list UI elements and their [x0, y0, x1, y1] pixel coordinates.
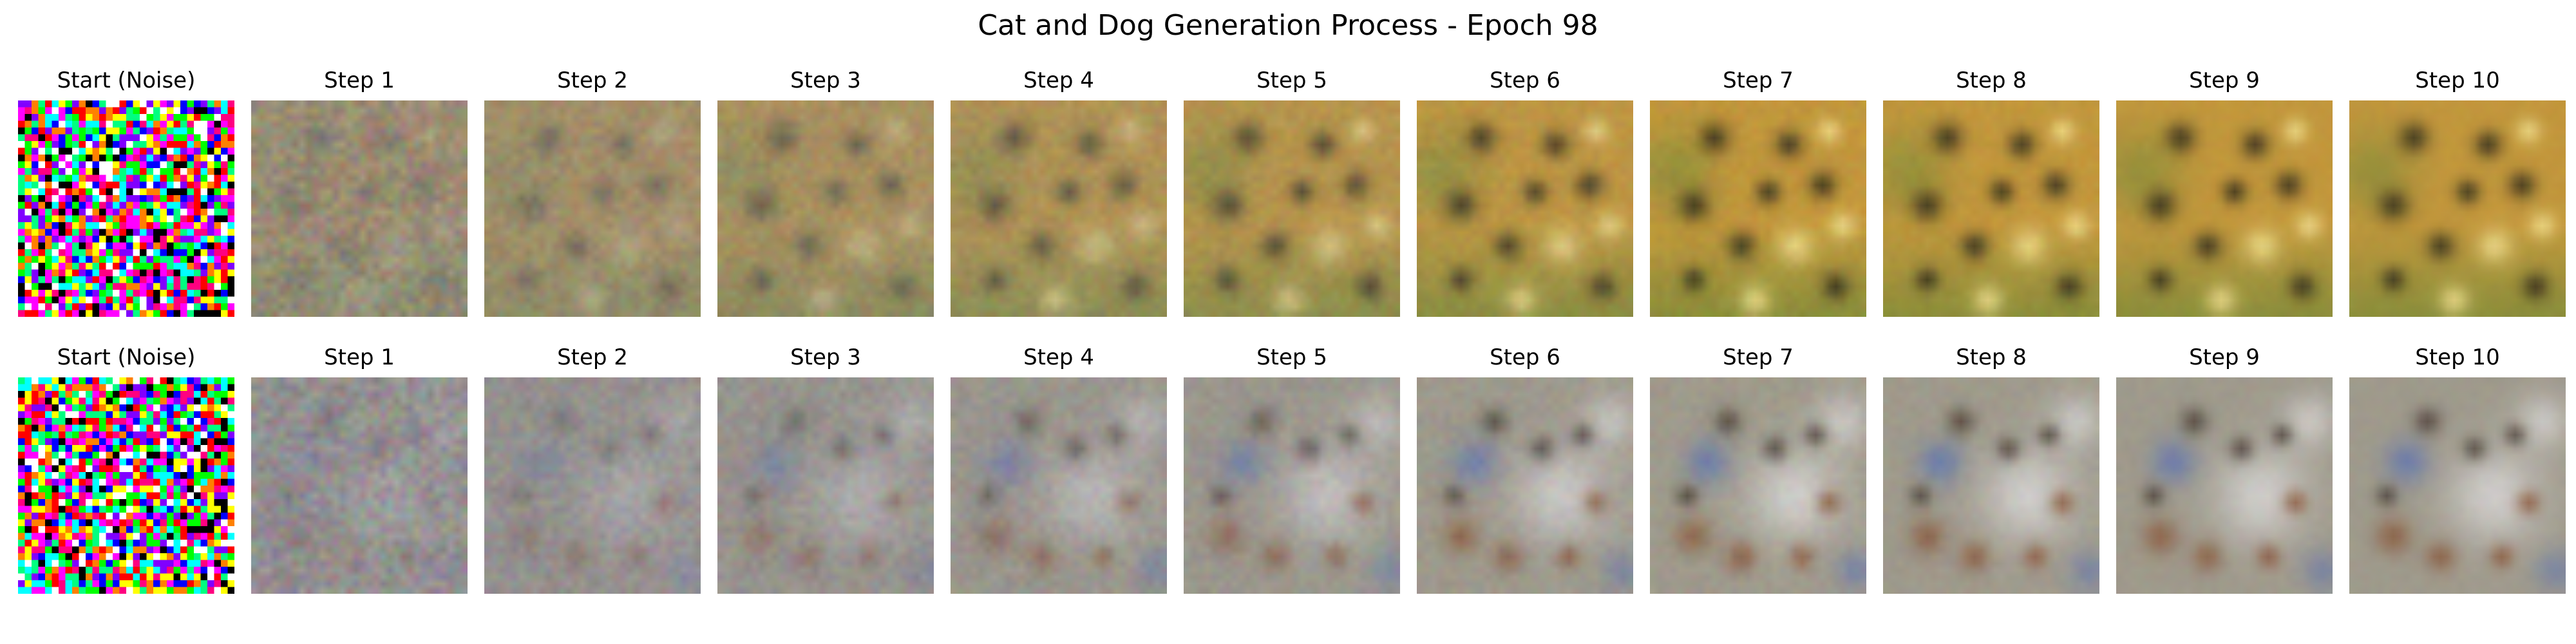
panel-step-3: Step 3 — [717, 341, 934, 625]
figure-title: Cat and Dog Generation Process - Epoch 9… — [978, 9, 1598, 42]
panel-label: Step 3 — [790, 68, 861, 93]
panel-label: Step 9 — [2189, 68, 2260, 93]
panel-step-8: Step 8 — [1883, 341, 2099, 625]
panel-step-10: Step 10 — [2349, 64, 2566, 348]
panel-label: Step 6 — [1490, 345, 1560, 370]
panel-label: Step 10 — [2415, 68, 2500, 93]
panel-step-1: Step 1 — [251, 64, 468, 348]
generated-image — [1417, 100, 1633, 317]
panel-label: Step 4 — [1023, 345, 1094, 370]
generated-image — [2349, 377, 2566, 594]
generated-image — [484, 377, 701, 594]
generated-image — [251, 377, 468, 594]
panel-step-6: Step 6 — [1417, 341, 1633, 625]
generated-image — [484, 100, 701, 317]
generated-image — [717, 377, 934, 594]
generated-image — [1650, 377, 1866, 594]
generated-image — [951, 100, 1167, 317]
panel-label: Step 2 — [557, 345, 628, 370]
panel-label: Step 9 — [2189, 345, 2260, 370]
panel-step-2: Step 2 — [484, 64, 701, 348]
panel-label: Step 5 — [1256, 345, 1327, 370]
panel-label: Step 1 — [324, 345, 395, 370]
generation-row-1: Start (Noise) Step 1 Step 2 Step 3 Step … — [0, 64, 2576, 348]
panel-step-9: Step 9 — [2116, 64, 2333, 348]
panel-step-3: Step 3 — [717, 64, 934, 348]
generated-image — [1883, 377, 2099, 594]
generated-image — [1883, 100, 2099, 317]
panel-label: Step 4 — [1023, 68, 1094, 93]
panel-label: Step 1 — [324, 68, 395, 93]
panel-step-10: Step 10 — [2349, 341, 2566, 625]
panel-step-5: Step 5 — [1184, 341, 1400, 625]
panel-start-noise: Start (Noise) — [18, 341, 234, 625]
panel-step-4: Step 4 — [951, 341, 1167, 625]
generated-image — [18, 100, 234, 317]
panel-step-7: Step 7 — [1650, 64, 1866, 348]
panel-label: Step 6 — [1490, 68, 1560, 93]
generated-image — [251, 100, 468, 317]
generated-image — [1184, 100, 1400, 317]
panel-step-9: Step 9 — [2116, 341, 2333, 625]
panel-start-noise: Start (Noise) — [18, 64, 234, 348]
panel-label: Step 3 — [790, 345, 861, 370]
panel-step-2: Step 2 — [484, 341, 701, 625]
panel-step-5: Step 5 — [1184, 64, 1400, 348]
panel-label: Start (Noise) — [57, 68, 196, 93]
generated-image — [18, 377, 234, 594]
generated-image — [2349, 100, 2566, 317]
panel-label: Step 7 — [1723, 68, 1794, 93]
panel-step-7: Step 7 — [1650, 341, 1866, 625]
panel-label: Step 8 — [1956, 345, 2027, 370]
generated-image — [1417, 377, 1633, 594]
generated-image — [717, 100, 934, 317]
generated-image — [2116, 377, 2333, 594]
generated-image — [1650, 100, 1866, 317]
panel-label: Step 7 — [1723, 345, 1794, 370]
generated-image — [1184, 377, 1400, 594]
panel-label: Step 10 — [2415, 345, 2500, 370]
panel-step-8: Step 8 — [1883, 64, 2099, 348]
panel-step-1: Step 1 — [251, 341, 468, 625]
panel-label: Step 5 — [1256, 68, 1327, 93]
generation-row-2: Start (Noise) Step 1 Step 2 Step 3 Step … — [0, 341, 2576, 625]
panel-step-4: Step 4 — [951, 64, 1167, 348]
panel-label: Start (Noise) — [57, 345, 196, 370]
panel-label: Step 2 — [557, 68, 628, 93]
panel-step-6: Step 6 — [1417, 64, 1633, 348]
generated-image — [951, 377, 1167, 594]
panel-label: Step 8 — [1956, 68, 2027, 93]
generated-image — [2116, 100, 2333, 317]
